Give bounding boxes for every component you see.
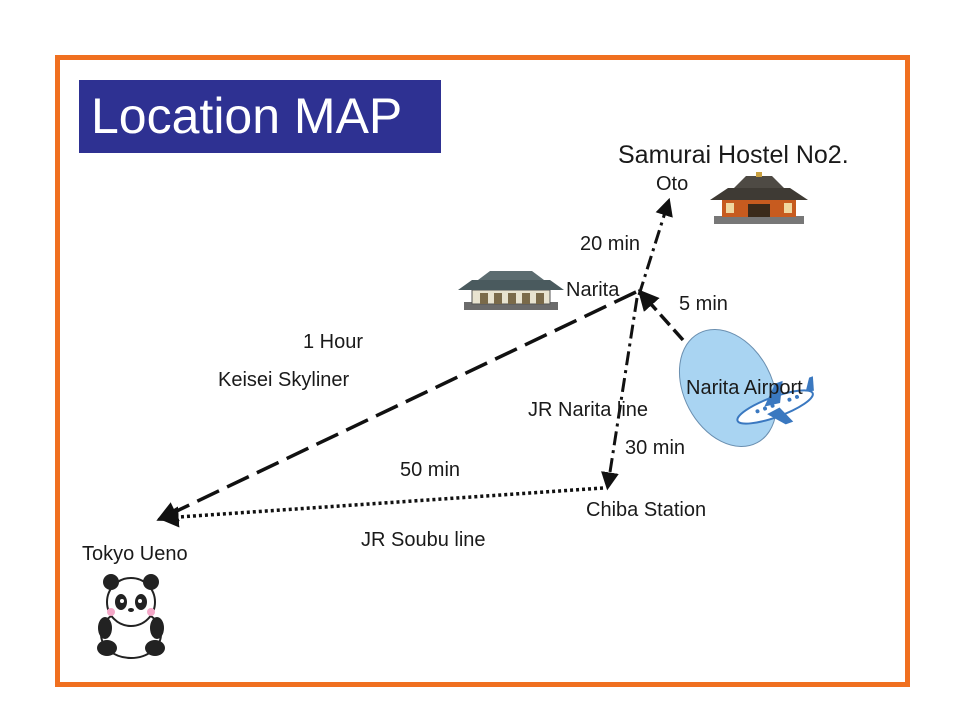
page-title: Location MAP [79,80,441,153]
narita-airport-label: Narita Airport [686,377,803,399]
skyliner-name: Keisei Skyliner [218,369,350,391]
hostel-name-label: Samurai Hostel No2. [618,141,849,169]
narita-label: Narita [566,279,620,301]
skyliner-time: 1 Hour [303,331,364,353]
route-narita-oto [637,197,673,296]
route-airport-narita [637,289,685,342]
route-skyliner [156,290,637,522]
soubu-line-label: JR Soubu line [361,529,486,551]
tokyo-ueno-label: Tokyo Ueno [82,543,188,565]
shrine-icon [710,172,808,224]
map-frame [55,55,910,687]
narita-oto-time: 20 min [580,233,641,255]
airplane-icon [736,376,814,425]
jr-narita-line-label: JR Narita line [528,399,649,421]
soubu-time: 50 min [400,459,461,481]
route-jr-soubu [157,486,604,528]
jr-narita-time: 30 min [625,437,686,459]
temple-icon [458,271,564,310]
route-jr-narita [601,297,639,491]
oto-label: Oto [656,173,689,195]
panda-icon [97,574,165,659]
chiba-station-label: Chiba Station [586,499,707,521]
airport-narita-time: 5 min [679,293,728,315]
